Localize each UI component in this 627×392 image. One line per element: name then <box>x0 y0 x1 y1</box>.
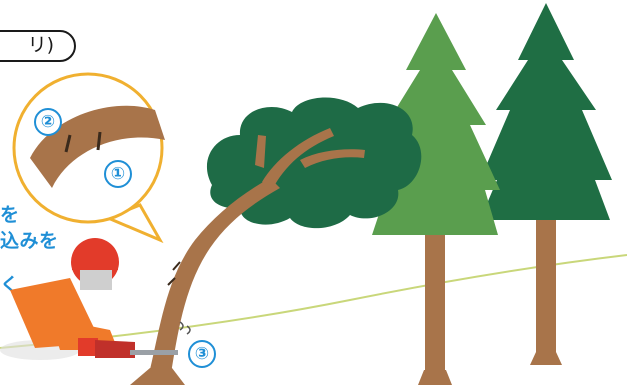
marker-2: ② <box>34 108 62 136</box>
marker-1: ① <box>104 160 132 188</box>
marker-3: ③ <box>188 340 216 368</box>
cross-section-callout <box>14 74 165 240</box>
worker-figure <box>0 238 135 360</box>
chainsaw-bar <box>130 350 178 355</box>
dark-conifer-tree <box>480 3 612 365</box>
